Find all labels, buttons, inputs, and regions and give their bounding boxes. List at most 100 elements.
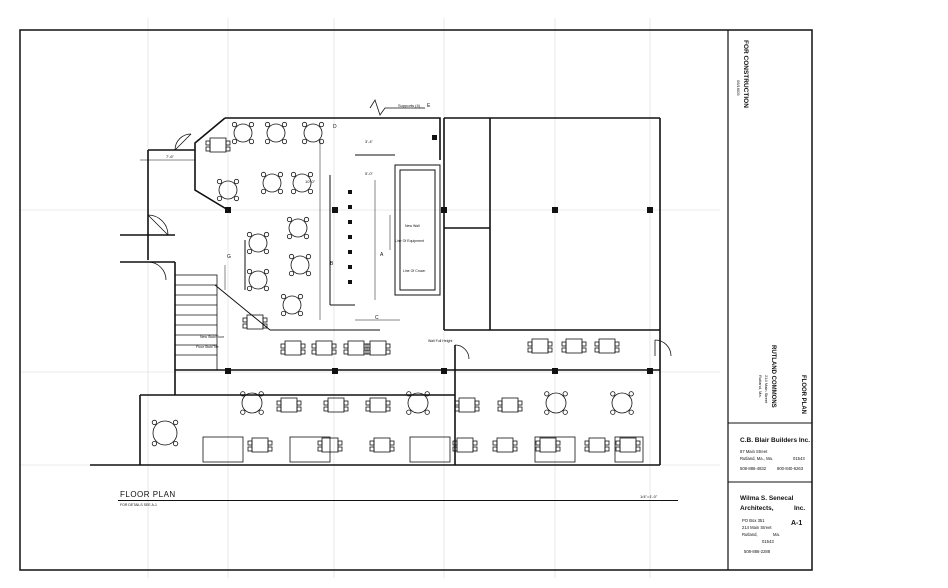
chair <box>286 233 293 240</box>
chair <box>406 409 412 415</box>
chair <box>288 270 295 277</box>
chair <box>343 343 349 349</box>
annotation-label-e: E <box>427 103 431 109</box>
chair <box>561 347 567 353</box>
square-table <box>458 397 476 413</box>
chair <box>452 440 458 446</box>
chair <box>307 171 314 178</box>
chair <box>365 343 371 349</box>
sheet-border <box>19 29 813 571</box>
chair <box>263 285 270 292</box>
chair <box>604 446 610 452</box>
chair <box>547 347 553 353</box>
architect-line-1: Wilma S. Senecal <box>740 495 794 502</box>
chair <box>492 446 498 452</box>
chair <box>581 347 587 353</box>
chair <box>280 293 287 300</box>
stairs <box>174 274 218 371</box>
chair <box>248 138 255 145</box>
chair <box>614 341 620 347</box>
chair <box>472 440 478 446</box>
project-address-1: 214 Main Street <box>764 375 769 404</box>
chair <box>512 446 518 452</box>
chair <box>454 400 460 406</box>
chair <box>240 391 246 397</box>
chair <box>389 440 395 446</box>
round-table <box>152 420 178 446</box>
chair <box>369 440 375 446</box>
drawing-title: FLOOR PLAN <box>800 375 806 414</box>
chair <box>276 406 282 412</box>
chair <box>242 323 248 329</box>
chair <box>604 440 610 446</box>
architect-line-2: Architects, <box>740 505 774 512</box>
chair <box>258 409 264 415</box>
chair <box>614 347 620 353</box>
square-table <box>251 437 269 453</box>
sheet-title-underline <box>118 500 678 501</box>
chair <box>267 446 273 452</box>
chair <box>216 195 223 202</box>
chair <box>318 121 325 128</box>
chair <box>389 446 395 452</box>
round-table <box>292 173 312 193</box>
chair <box>385 406 391 412</box>
chair <box>225 140 231 146</box>
sheet-subtitle: FOR DETAILS SEE A-1 <box>120 503 157 507</box>
round-table <box>611 392 633 414</box>
chair <box>277 171 284 178</box>
structural-columns <box>225 135 653 374</box>
chair <box>323 406 329 412</box>
chair <box>290 171 297 178</box>
chair <box>246 231 253 238</box>
square-table <box>619 437 637 453</box>
square-table <box>209 137 227 153</box>
builder-city: Rutland, Ma., Ma. <box>740 456 774 461</box>
chair <box>584 446 590 452</box>
chair <box>276 400 282 406</box>
chair <box>286 216 293 223</box>
chair <box>225 146 231 152</box>
chair <box>267 440 273 446</box>
annotation-label-b: B <box>330 261 334 267</box>
chair <box>246 268 253 275</box>
round-tables <box>151 121 634 447</box>
chair <box>303 233 310 240</box>
annotation-dim-7-6: 7'-6" <box>166 154 174 159</box>
chair <box>454 406 460 412</box>
chair <box>303 216 310 223</box>
chair <box>263 248 270 255</box>
chair <box>260 188 267 195</box>
chair <box>615 440 621 446</box>
chair <box>628 391 634 397</box>
chair <box>343 406 349 412</box>
chair <box>385 400 391 406</box>
chair <box>555 440 561 446</box>
square-table <box>496 437 514 453</box>
architect-street: 214 Main Street <box>742 525 772 530</box>
square-table <box>373 437 391 453</box>
architect-po: PO Box 351 <box>742 518 765 523</box>
round-table <box>407 392 429 414</box>
chair <box>246 285 253 292</box>
round-table <box>218 180 238 200</box>
chair <box>311 343 317 349</box>
chair <box>610 409 616 415</box>
project-name: RUTLAND COMMONS <box>770 345 776 408</box>
chair <box>296 406 302 412</box>
chair <box>615 446 621 452</box>
architect-zip: 01543 <box>762 539 774 544</box>
round-table <box>545 392 567 414</box>
annotation-label-a: A <box>380 252 384 258</box>
square-table <box>315 340 333 356</box>
chair <box>497 400 503 406</box>
booths <box>202 436 644 463</box>
chair <box>246 248 253 255</box>
sheet-title: FLOOR PLAN <box>120 490 176 499</box>
chair <box>628 409 634 415</box>
builder-phone-2: 800-840-6263 <box>777 466 804 471</box>
builder-name: C.B. Blair Builders Inc. <box>740 437 811 444</box>
chair <box>406 391 412 397</box>
square-table <box>588 437 606 453</box>
round-table <box>303 123 323 143</box>
